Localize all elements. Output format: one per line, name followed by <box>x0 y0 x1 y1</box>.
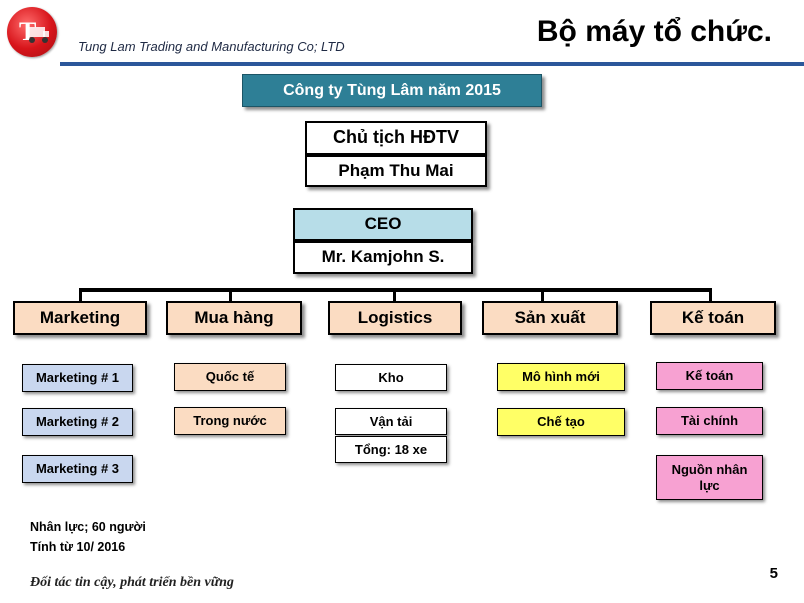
sub-quoc-te: Quốc tế <box>174 363 286 391</box>
staff-count-note: Nhân lực; 60 người <box>30 520 146 534</box>
dept-san-xuat: Sản xuất <box>482 301 618 335</box>
sub-marketing-3: Marketing # 3 <box>22 455 133 483</box>
connector-ke-toan <box>709 288 712 302</box>
connector-marketing <box>79 288 82 302</box>
dept-marketing: Marketing <box>13 301 147 335</box>
sub-che-tao: Chế tạo <box>497 408 625 436</box>
sub-trong-nuoc: Trong nước <box>174 407 286 435</box>
dept-logistics: Logistics <box>328 301 462 335</box>
chairman-title-box: Chủ tịch HĐTV <box>305 121 487 155</box>
sub-marketing-2: Marketing # 2 <box>22 408 133 436</box>
sub-nguon-nhan-luc: Nguồn nhân lực <box>656 455 763 500</box>
connector-logistics <box>393 288 396 302</box>
since-date-note: Tính từ 10/ 2016 <box>30 540 126 554</box>
ceo-name-box: Mr. Kamjohn S. <box>293 241 473 274</box>
sub-mo-hinh-moi: Mô hình mới <box>497 363 625 391</box>
company-name: Tung Lam Trading and Manufacturing Co; L… <box>78 39 345 54</box>
dept-ke-toan: Kế toán <box>650 301 776 335</box>
company-banner: Công ty Tùng Lâm năm 2015 <box>242 74 542 107</box>
connector-mua-hang <box>229 288 232 302</box>
truck-logo-icon: T <box>19 17 49 46</box>
sub-kho: Kho <box>335 364 447 391</box>
sub-ke-toan: Kế toán <box>656 362 763 390</box>
company-logo: T <box>7 7 57 57</box>
ceo-title-box: CEO <box>293 208 473 241</box>
sub-tai-chinh: Tài chính <box>656 407 763 435</box>
dept-mua-hang: Mua hàng <box>166 301 302 335</box>
header-rule <box>60 62 804 66</box>
connector-san-xuat <box>541 288 544 302</box>
slide-title: Bộ máy tổ chức. <box>536 15 772 48</box>
sub-tong-xe: Tổng: 18 xe <box>335 436 447 463</box>
sub-van-tai: Vận tải <box>335 408 447 435</box>
page-number: 5 <box>769 565 778 582</box>
chairman-name-box: Phạm Thu Mai <box>305 155 487 187</box>
footer-slogan: Đối tác tin cậy, phát triển bền vững <box>30 575 234 590</box>
sub-marketing-1: Marketing # 1 <box>22 364 133 392</box>
